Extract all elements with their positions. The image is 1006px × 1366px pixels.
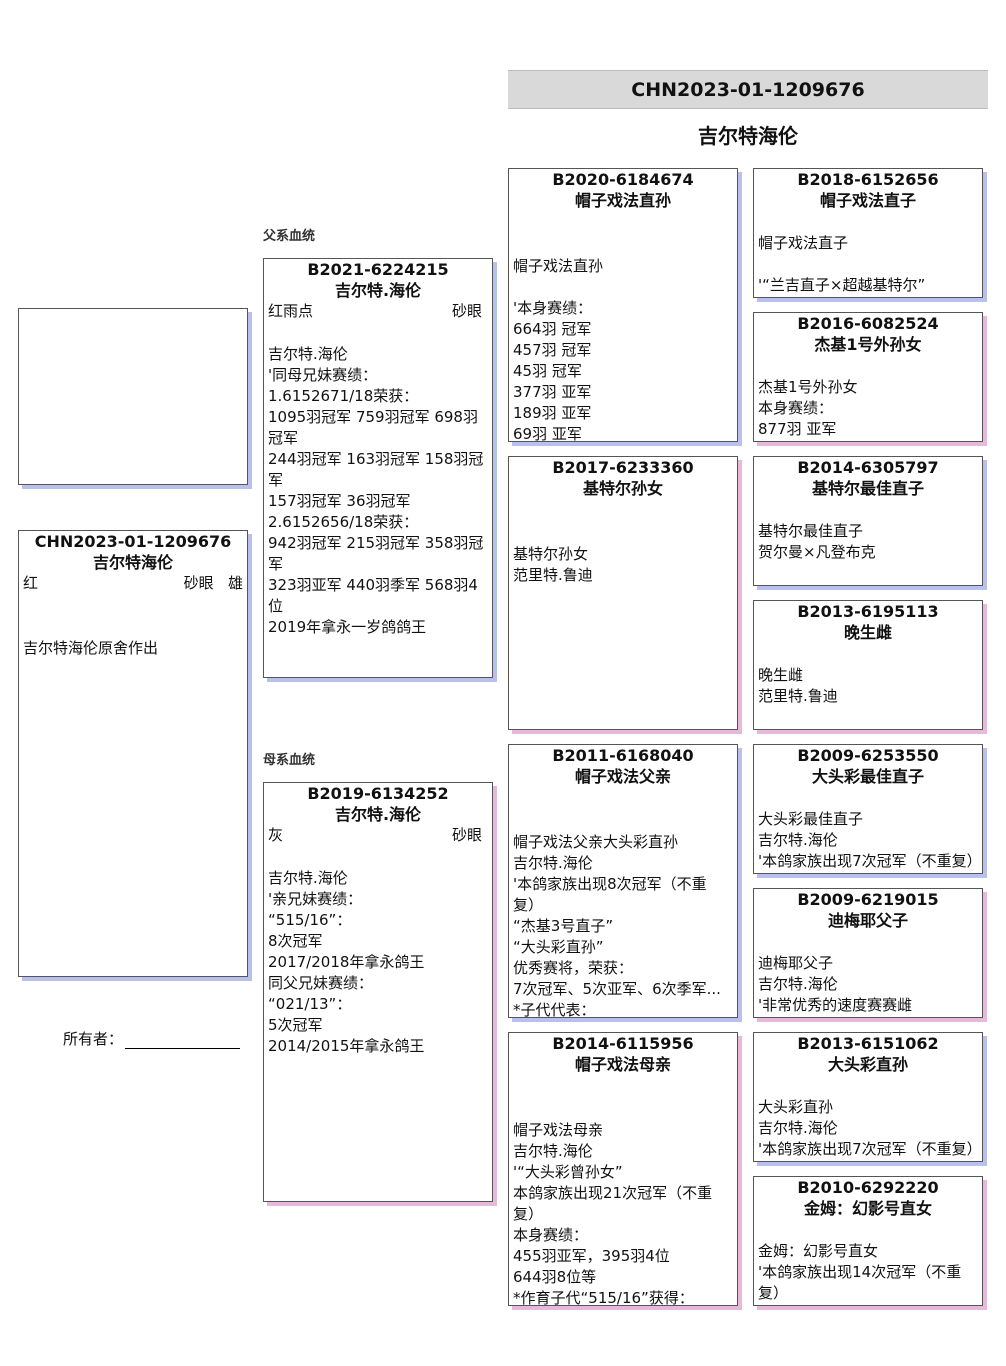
subject-name: 吉尔特海伦 [92, 553, 173, 572]
great-grandparent-box: B2010-6292220 金姆：幻影号直女 金姆：幻影号直女 '本鸽家族出现1… [753, 1176, 983, 1306]
great-grandparent-desc: 大头彩最佳直子 吉尔特.海伦 '本鸽家族出现7次冠军（不重复） [758, 810, 982, 870]
great-grandparent-box: B2014-6305797 基特尔最佳直子 基特尔最佳直子 贺尔曼×凡登布克 [753, 456, 983, 586]
sire-color: 红雨点 [268, 302, 314, 320]
dam-color: 灰 [268, 826, 284, 844]
great-grandparent-box: B2018-6152656 帽子戏法直子 帽子戏法直子 '“兰吉直子×超越基特尔… [753, 168, 983, 298]
grandparent-ring: B2020-6184674 [552, 170, 694, 189]
sire-eye: 砂眼 [451, 302, 482, 320]
great-grandparent-desc: 晚生雌 范里特.鲁迪 [758, 666, 838, 705]
pedigree-header-name: 吉尔特海伦 [698, 124, 798, 148]
great-grandparent-name: 帽子戏法直子 [819, 191, 916, 210]
great-grandparent-box: B2013-6151062 大头彩直孙 大头彩直孙 吉尔特.海伦 '本鸽家族出现… [753, 1032, 983, 1162]
great-grandparent-desc: 基特尔最佳直子 贺尔曼×凡登布克 [758, 522, 876, 561]
great-grandparent-box: B2009-6253550 大头彩最佳直子 大头彩最佳直子 吉尔特.海伦 '本鸽… [753, 744, 983, 874]
great-grandparent-desc: 杰基1号外孙女 本身赛绩： 877羽 亚军 [758, 378, 858, 438]
great-grandparent-desc: 迪梅耶父子 吉尔特.海伦 '非常优秀的速度赛赛雌 [758, 954, 913, 1014]
photo-frame [18, 308, 248, 485]
dam-box: B2019-6134252 吉尔特.海伦 灰 砂眼 吉尔特.海伦 '亲兄妹赛绩： … [263, 782, 493, 1202]
grandparent-desc: 基特尔孙女 范里特.鲁迪 [513, 545, 593, 584]
great-grandparent-ring: B2013-6195113 [797, 602, 939, 621]
pedigree-header-ring: CHN2023-01-1209676 [508, 70, 988, 109]
grandparent-ring: B2011-6168040 [552, 746, 694, 765]
grandparent-name: 帽子戏法母亲 [574, 1055, 671, 1074]
grandparent-box: B2011-6168040 帽子戏法父亲 帽子戏法父亲大头彩直孙 吉尔特.海伦 … [508, 744, 738, 1018]
great-grandparent-name: 大头彩直孙 [827, 1055, 908, 1074]
dam-eye: 砂眼 [451, 826, 482, 844]
grandparent-name: 帽子戏法父亲 [574, 767, 671, 786]
dam-ring: B2019-6134252 [307, 784, 449, 803]
grandparent-name: 基特尔孙女 [582, 479, 663, 498]
great-grandparent-ring: B2010-6292220 [797, 1178, 939, 1197]
great-grandparent-desc: 帽子戏法直子 '“兰吉直子×超越基特尔” [758, 234, 926, 294]
sire-box: B2021-6224215 吉尔特.海伦 红雨点 砂眼 吉尔特.海伦 '同母兄妹赛… [263, 258, 493, 678]
great-grandparent-box: B2013-6195113 晚生雌 晚生雌 范里特.鲁迪 [753, 600, 983, 730]
subject-desc: 吉尔特海伦原舍作出 [23, 639, 159, 657]
subject-eye: 砂眼 [183, 574, 214, 592]
owner-field: 所有者： [63, 1028, 241, 1049]
dam-section-label: 母系血统 [263, 753, 316, 768]
great-grandparent-name: 大头彩最佳直子 [811, 767, 924, 786]
great-grandparent-name: 杰基1号外孙女 [814, 335, 922, 354]
great-grandparent-desc: 金姆：幻影号直女 '本鸽家族出现14次冠军（不重复） [758, 1242, 962, 1302]
great-grandparent-desc: 大头彩直孙 吉尔特.海伦 '本鸽家族出现7次冠军（不重复） [758, 1098, 982, 1158]
grandparent-desc: 帽子戏法父亲大头彩直孙 吉尔特.海伦 '本鸽家族出现8次冠军（不重复） “杰基3… [513, 833, 721, 1018]
sire-section-label: 父系血统 [263, 229, 316, 244]
great-grandparent-ring: B2013-6151062 [797, 1034, 939, 1053]
great-grandparent-name: 迪梅耶父子 [827, 911, 908, 930]
grandparent-desc: 帽子戏法母亲 吉尔特.海伦 '“大头彩曾孙女” 本鸽家族出现21次冠军（不重复）… [513, 1121, 713, 1306]
sire-desc: 吉尔特.海伦 '同母兄妹赛绩： 1.6152671/18荣获： 1095羽冠军 … [268, 345, 484, 636]
great-grandparent-ring: B2014-6305797 [797, 458, 939, 477]
grandparent-box: B2014-6115956 帽子戏法母亲 帽子戏法母亲 吉尔特.海伦 '“大头彩… [508, 1032, 738, 1306]
great-grandparent-name: 晚生雌 [843, 623, 892, 642]
subject-sex: 雄 [227, 574, 243, 592]
grandparent-ring: B2014-6115956 [552, 1034, 694, 1053]
great-grandparent-name: 金姆：幻影号直女 [803, 1199, 932, 1218]
dam-name: 吉尔特.海伦 [334, 805, 422, 824]
great-grandparent-ring: B2016-6082524 [797, 314, 939, 333]
grandparent-ring: B2017-6233360 [552, 458, 694, 477]
subject-box: CHN2023-01-1209676 吉尔特海伦 红 砂眼 雄 吉尔特海伦原舍作… [18, 530, 248, 977]
owner-label: 所有者： [63, 1030, 124, 1048]
owner-line[interactable] [125, 1034, 241, 1049]
great-grandparent-ring: B2009-6219015 [797, 890, 939, 909]
subject-color: 红 [23, 574, 39, 592]
sire-name: 吉尔特.海伦 [334, 281, 422, 300]
sire-ring: B2021-6224215 [307, 260, 449, 279]
great-grandparent-ring: B2018-6152656 [797, 170, 939, 189]
grandparent-box: B2020-6184674 帽子戏法直孙 帽子戏法直孙 '本身赛绩： 664羽 … [508, 168, 738, 442]
great-grandparent-ring: B2009-6253550 [797, 746, 939, 765]
dam-desc: 吉尔特.海伦 '亲兄妹赛绩： “515/16”： 8次冠军 2017/2018年… [268, 869, 425, 1055]
great-grandparent-box: B2009-6219015 迪梅耶父子 迪梅耶父子 吉尔特.海伦 '非常优秀的速… [753, 888, 983, 1018]
great-grandparent-box: B2016-6082524 杰基1号外孙女 杰基1号外孙女 本身赛绩： 877羽… [753, 312, 983, 442]
grandparent-name: 帽子戏法直孙 [574, 191, 671, 210]
subject-ring: CHN2023-01-1209676 [34, 532, 232, 551]
grandparent-box: B2017-6233360 基特尔孙女 基特尔孙女 范里特.鲁迪 [508, 456, 738, 730]
grandparent-desc: 帽子戏法直孙 '本身赛绩： 664羽 冠军 457羽 冠军 45羽 冠军 377… [513, 257, 604, 442]
great-grandparent-name: 基特尔最佳直子 [811, 479, 924, 498]
